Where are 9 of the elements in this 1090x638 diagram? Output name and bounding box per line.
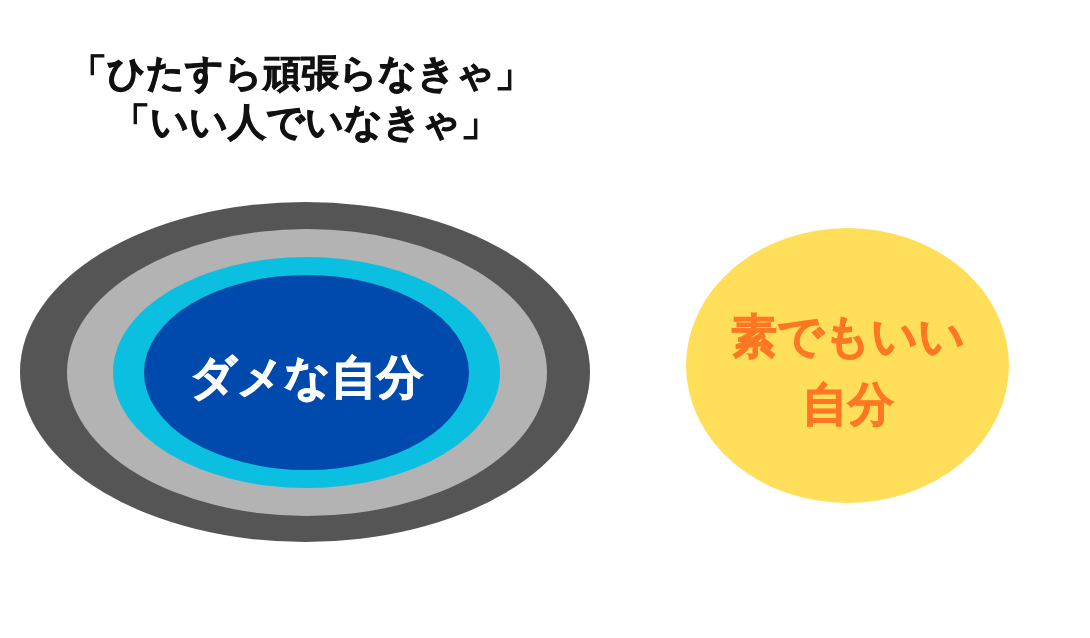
- quote-text: 「いい人でいなきゃ」: [111, 99, 499, 145]
- ellipse-label: ダメな自分: [190, 348, 423, 405]
- ellipse-ring: [67, 229, 547, 516]
- oval-label: 素でもいい自分: [729, 307, 966, 433]
- quote-text: 「ひたすら頑張らなきゃ」: [69, 50, 533, 96]
- oval: [686, 228, 1009, 503]
- center-ellipse: [144, 275, 469, 470]
- ellipse-ring: [113, 257, 500, 488]
- ellipse-ring: [20, 202, 590, 542]
